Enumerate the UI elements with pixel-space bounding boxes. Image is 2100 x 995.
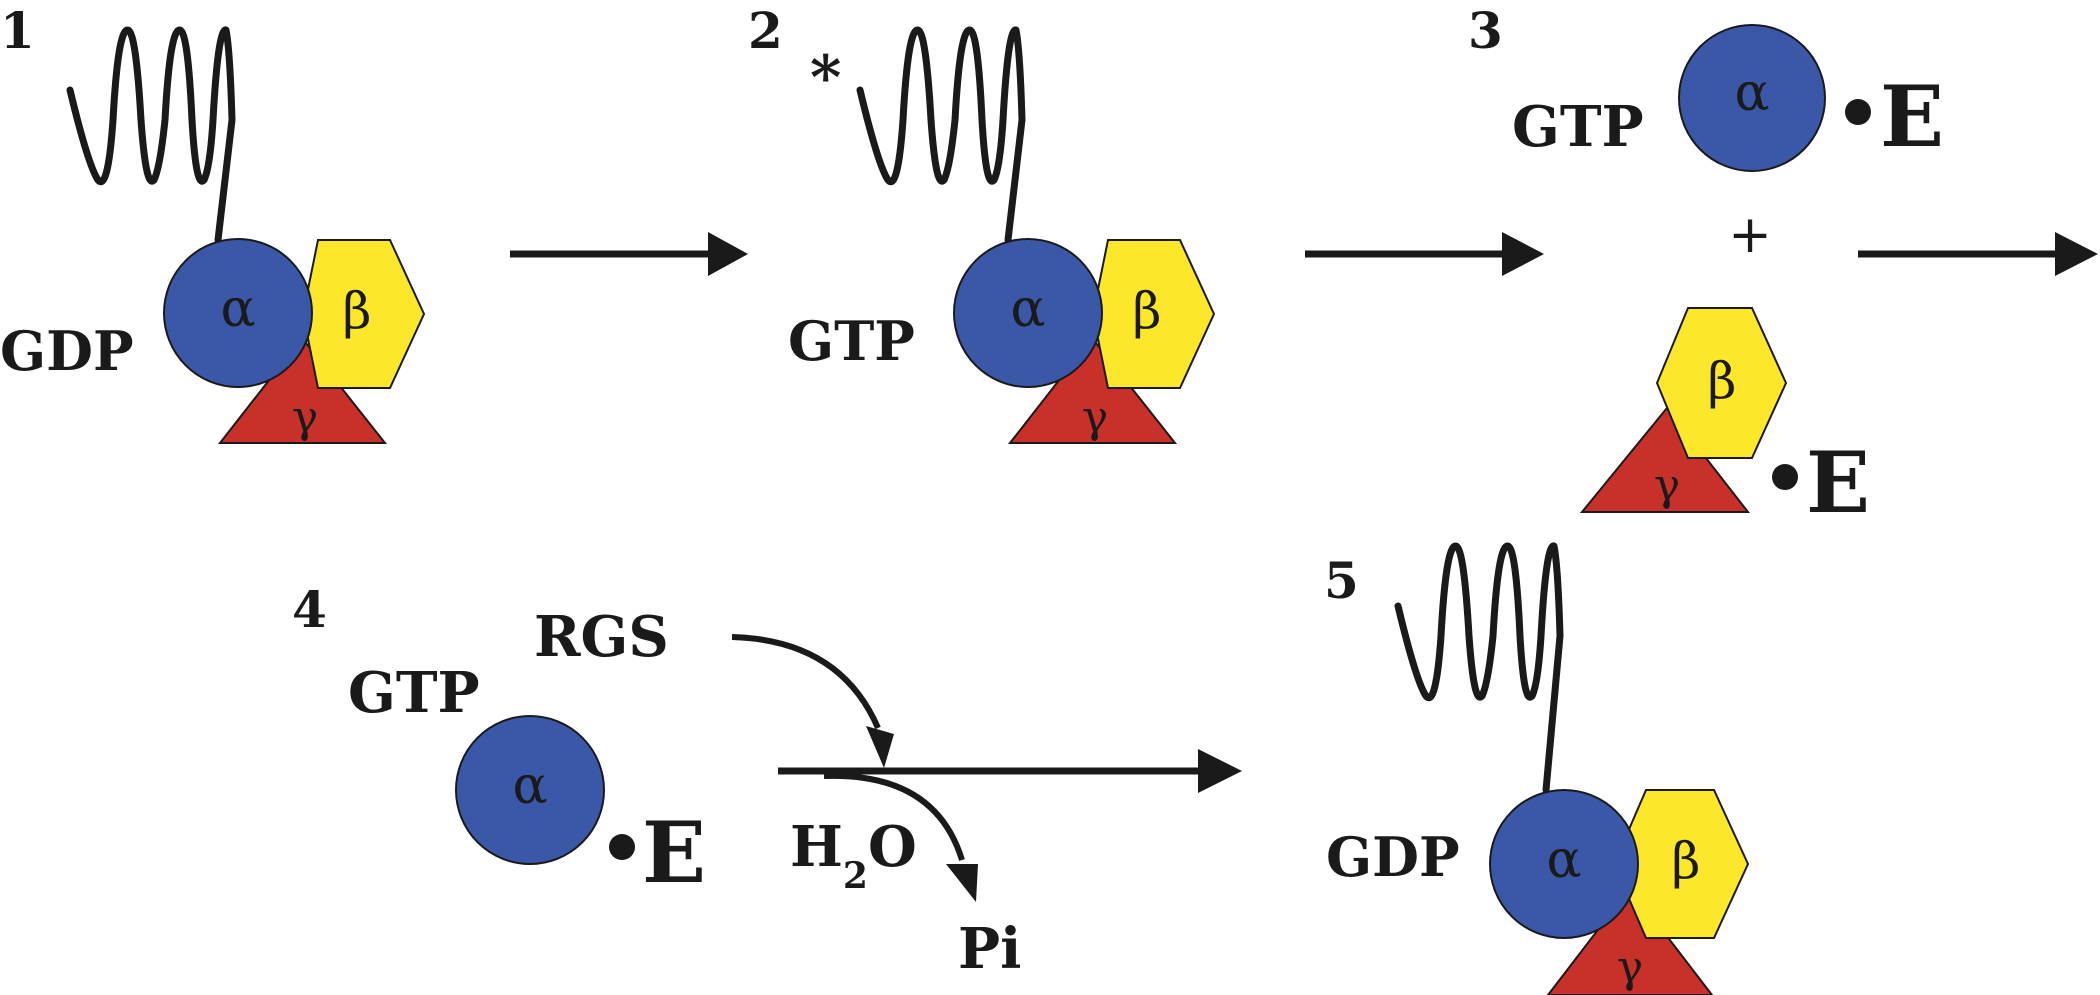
beta-hexagon-5 [1612, 789, 1750, 939]
gamma-label-5: γ [1617, 942, 1643, 993]
beta-hexagon-3 [1655, 307, 1788, 459]
alpha-label-5: α [1546, 830, 1581, 890]
arrow-3-out [1858, 232, 2098, 276]
effector-label-4: E [642, 803, 706, 902]
alpha-circle-2 [953, 238, 1103, 388]
phosphate-label: Pi [958, 916, 1021, 982]
step-4-number: 4 [292, 580, 327, 639]
alpha-label-3: α [1734, 63, 1769, 123]
step-2-number: 2 [748, 1, 783, 60]
receptor-1 [66, 26, 236, 244]
water-label: H2O [790, 814, 917, 897]
step-4: 4 GTP RGS α E H2O Pi [292, 580, 1242, 982]
gamma-triangle-3 [1579, 406, 1751, 513]
beta-label-2: β [1133, 282, 1162, 340]
step-3: 3 GTP α E + β γ E [1468, 1, 1944, 532]
nucleotide-label-5: GDP [1326, 825, 1460, 889]
beta-hexagon-1 [301, 239, 426, 389]
nucleotide-label-2: GTP [788, 309, 915, 373]
alpha-circle-4 [455, 715, 605, 865]
step-2: 2 * α β γ GTP [748, 1, 1216, 444]
bound-dot-3b [1772, 464, 1798, 490]
effector-label-3a: E [1880, 67, 1944, 166]
effector-label-3b: E [1806, 433, 1870, 532]
beta-label-3: β [1708, 352, 1737, 410]
receptor-2 [856, 26, 1026, 244]
gamma-triangle-2 [1007, 336, 1178, 444]
alpha-circle-3 [1678, 24, 1826, 172]
step-1: 1 α β γ GDP [0, 1, 426, 444]
receptor-5 [1394, 542, 1564, 794]
gamma-triangle-1 [217, 336, 388, 444]
plus-sign: + [1728, 205, 1772, 265]
alpha-label-1: α [220, 279, 255, 339]
step-5-number: 5 [1324, 551, 1359, 610]
gamma-label-2: γ [1082, 392, 1108, 443]
rgs-label: RGS [534, 604, 669, 670]
activation-star: * [810, 43, 841, 113]
arrow-2-3 [1305, 232, 1544, 276]
water-h: H [790, 814, 843, 880]
step-5: 5 α β γ GDP [1324, 542, 1750, 995]
nucleotide-label-1: GDP [0, 319, 134, 383]
bound-dot-3a [1845, 99, 1871, 125]
gamma-label-3: γ [1654, 460, 1680, 511]
nucleotide-label-3: GTP [1512, 94, 1644, 160]
water-subscript: 2 [843, 855, 868, 897]
step-1-number: 1 [0, 1, 35, 60]
alpha-label-2: α [1010, 279, 1045, 339]
water-o: O [868, 814, 917, 880]
alpha-circle-5 [1489, 789, 1639, 939]
alpha-label-4: α [512, 756, 547, 816]
beta-label-1: β [343, 282, 372, 340]
arrow-1-2 [510, 232, 748, 276]
gamma-triangle-5 [1546, 886, 1714, 995]
beta-label-5: β [1672, 832, 1701, 890]
alpha-circle-1 [163, 238, 313, 388]
step-3-number: 3 [1468, 1, 1503, 60]
bound-dot-4 [609, 834, 635, 860]
nucleotide-label-4: GTP [348, 660, 480, 726]
gamma-label-1: γ [292, 392, 318, 443]
beta-hexagon-2 [1091, 239, 1216, 389]
